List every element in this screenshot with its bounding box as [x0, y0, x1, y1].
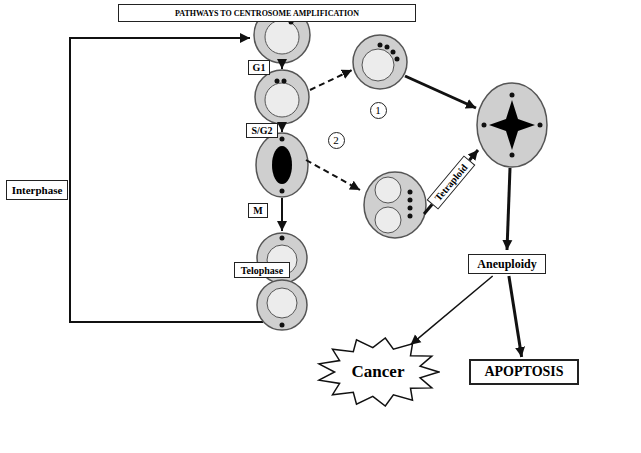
outcome-box: APOPTOSIS: [469, 359, 579, 385]
callout-number: 1: [370, 102, 387, 119]
connector-arrow: [410, 276, 492, 345]
node-text: M: [253, 205, 262, 216]
node-text: Interphase: [12, 184, 63, 196]
connector-arrow: [509, 276, 522, 357]
callout-text: 2: [333, 134, 339, 146]
phase-label: S/G2: [246, 123, 277, 138]
outcome-box: Aneuploidy: [468, 254, 546, 274]
arrow-label: Tetraploid: [427, 155, 476, 209]
title-box: PATHWAYS TO CENTROSOME AMPLIFICATION: [118, 4, 416, 22]
phase-label: G1: [248, 60, 271, 75]
cancer-starburst: Cancer: [316, 337, 440, 407]
phase-label: Telophase: [234, 262, 290, 278]
callout-number: 2: [328, 132, 345, 149]
node-text: Telophase: [241, 265, 283, 276]
phase-label: Interphase: [6, 180, 68, 200]
title-text: PATHWAYS TO CENTROSOME AMPLIFICATION: [175, 9, 359, 18]
callout-text: 1: [375, 104, 381, 116]
node-text: S/G2: [251, 125, 272, 136]
node-text: Cancer: [352, 362, 405, 382]
node-text: Aneuploidy: [477, 257, 536, 272]
phase-label: M: [248, 203, 267, 218]
node-text: G1: [253, 62, 266, 73]
node-text: APOPTOSIS: [484, 364, 563, 380]
node-text: Tetraploid: [432, 161, 469, 202]
